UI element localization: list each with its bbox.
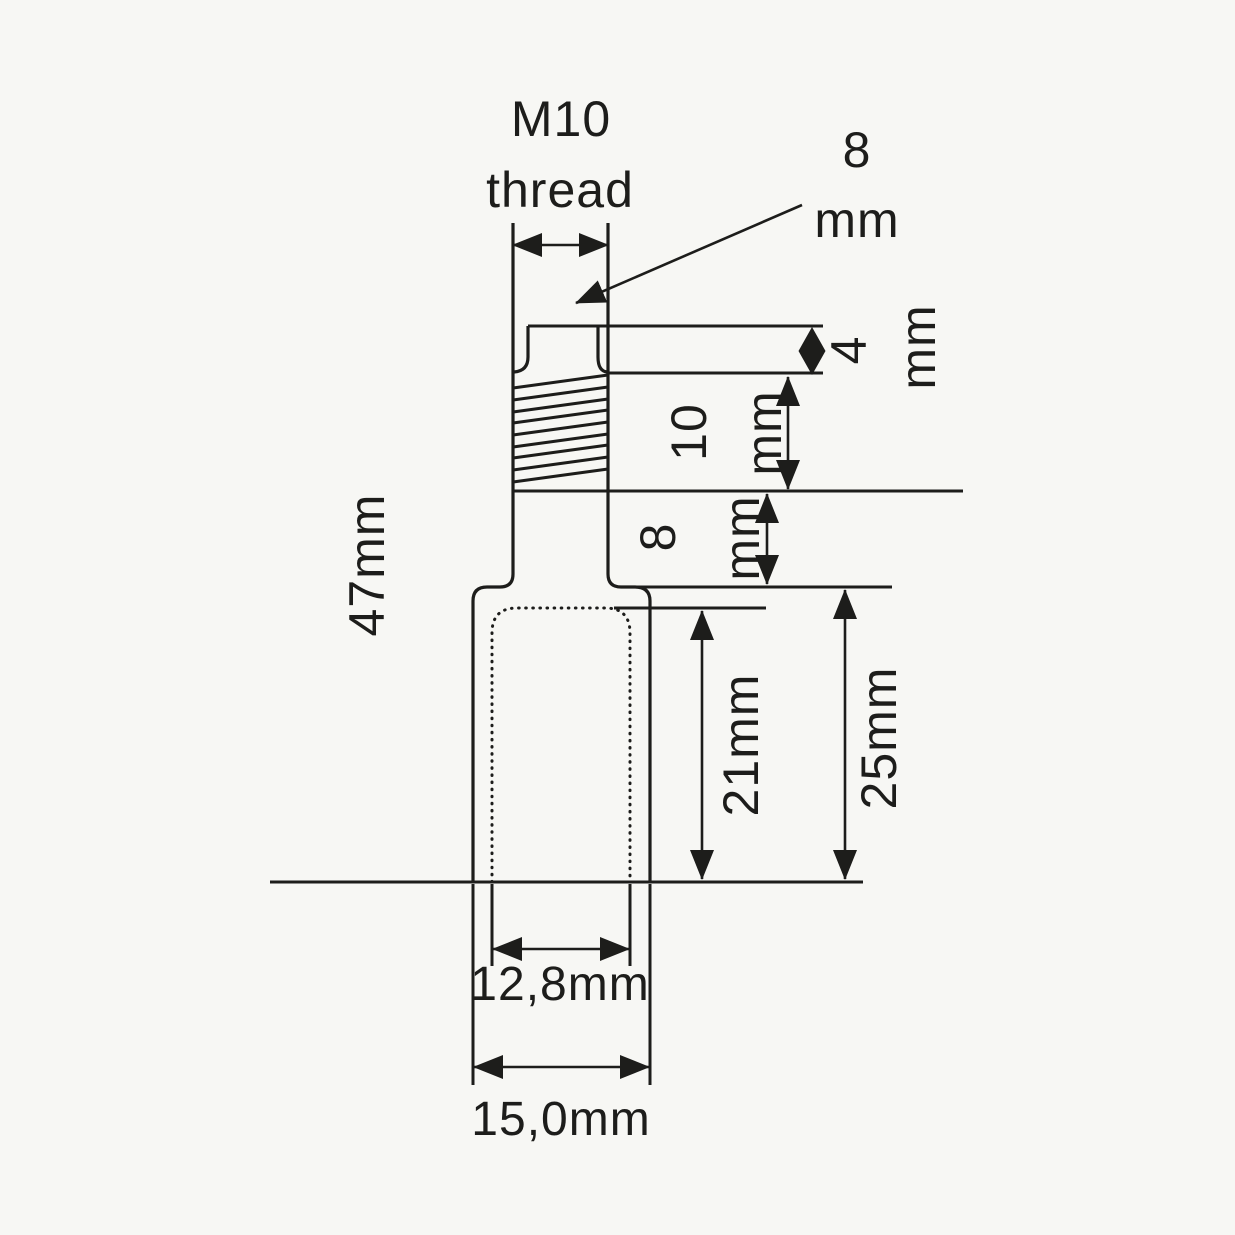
- bore-depth-dimension: 21mm: [690, 610, 769, 880]
- extension-lines: [471, 324, 963, 1085]
- thread-length-value: 10: [661, 403, 717, 461]
- head-thickness-arrows: [798, 327, 826, 375]
- body-length-dimension: 25mm: [833, 589, 907, 880]
- body-diameter-dimension: 15,0mm: [471, 1055, 650, 1146]
- overall-length-label: 47mm: [339, 494, 395, 637]
- head-left-edge: [513, 326, 530, 374]
- body-length-label: 25mm: [851, 667, 907, 810]
- head-thickness-dimension: 4 mm: [798, 304, 946, 390]
- part-outline: [270, 223, 863, 884]
- tip-size-value: 8: [843, 122, 872, 178]
- tip-size-unit: mm: [814, 192, 899, 248]
- collar-length-value: 8: [630, 523, 686, 552]
- head-right-edge: [596, 326, 608, 374]
- collar-length-dimension: 8 mm: [630, 493, 779, 585]
- thread-spec-line1: M10: [511, 91, 611, 147]
- thread-spec-line2: thread: [486, 162, 634, 218]
- thread-length-unit: mm: [736, 390, 792, 475]
- thread-hatching: [512, 373, 609, 484]
- hidden-bore-outline: [490, 606, 632, 884]
- body-diameter-label: 15,0mm: [471, 1093, 650, 1146]
- tip-size-leader: 8 mm: [575, 122, 899, 305]
- head-thickness-value: 4: [821, 336, 877, 365]
- collar-length-unit: mm: [714, 495, 770, 580]
- thread-spec-dimension: M10 thread: [486, 91, 634, 257]
- bore-diameter-dimension: 12,8mm: [470, 937, 649, 1011]
- part-left-profile: [471, 223, 515, 882]
- bore-depth-label: 21mm: [713, 674, 769, 817]
- bore-diameter-label: 12,8mm: [470, 958, 649, 1011]
- head-thickness-unit: mm: [890, 304, 946, 389]
- thread-length-dimension: 10 mm: [661, 376, 800, 490]
